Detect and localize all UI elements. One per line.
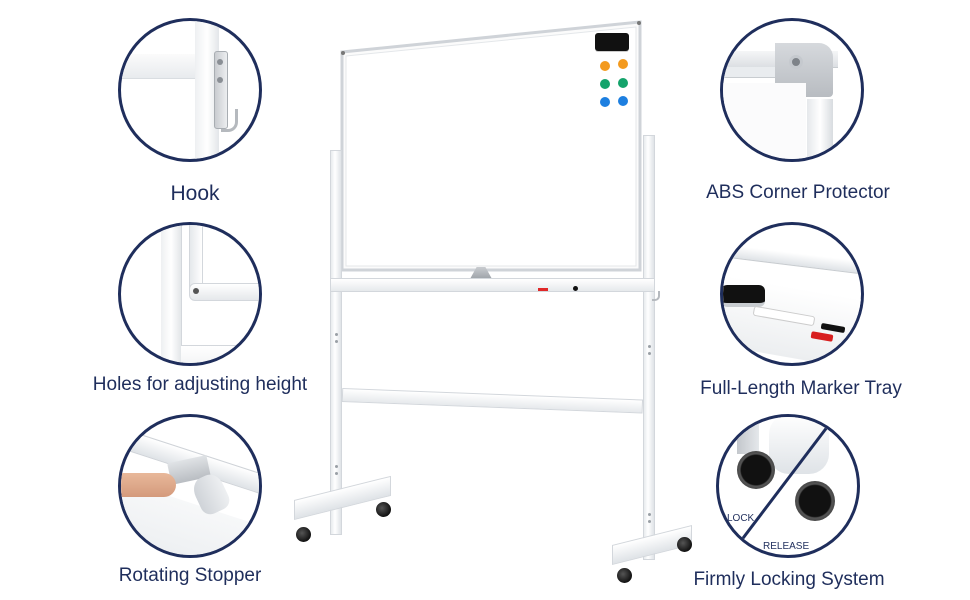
height-hole (648, 352, 651, 355)
lock-label: LOCK (727, 513, 755, 524)
locking-detail-circle: LOCK RELEASE (716, 414, 860, 558)
tray-detail-circle (720, 222, 864, 366)
release-label: RELEASE (763, 541, 810, 552)
height-hole (335, 472, 338, 475)
finger-icon (121, 473, 176, 497)
stopper-icon (470, 267, 492, 279)
magnet-blue-icon (600, 97, 610, 107)
caster-wheel-icon (677, 537, 692, 552)
locking-label: Firmly Locking System (693, 569, 885, 590)
height-hole (648, 520, 651, 523)
marker-tray (330, 278, 655, 292)
tray-label: Full-Length Marker Tray (700, 378, 902, 399)
eraser-icon (723, 285, 765, 307)
magnet-blue-icon (618, 96, 628, 106)
magnet-orange-icon (600, 61, 610, 71)
stopper-label: Rotating Stopper (118, 565, 262, 586)
magnet-orange-icon (618, 59, 628, 69)
caster-wheel-icon (795, 481, 835, 521)
hook-detail-circle (118, 18, 262, 162)
caster-wheel-icon (296, 527, 311, 542)
hook-label: Hook (170, 182, 220, 205)
holes-detail-circle (118, 222, 262, 366)
caster-wheel-icon (376, 502, 391, 517)
crossbar (341, 388, 644, 414)
whiteboard-product (290, 15, 700, 595)
height-hole (335, 333, 338, 336)
corner-detail-circle (720, 18, 864, 162)
height-hole (648, 513, 651, 516)
hole-icon (193, 288, 199, 294)
height-hole (648, 345, 651, 348)
marker-red-icon (538, 288, 548, 291)
magnet-green-icon (600, 79, 610, 89)
whiteboard-surface (340, 20, 642, 272)
height-hole (335, 340, 338, 343)
height-hole (335, 465, 338, 468)
corner-label: ABS Corner Protector (706, 182, 890, 203)
stopper-detail-circle (118, 414, 262, 558)
magnet-green-icon (618, 78, 628, 88)
marker-icon (573, 286, 578, 291)
caster-wheel-icon (617, 568, 632, 583)
divider-line (732, 417, 836, 551)
caster-wheel-icon (737, 451, 775, 489)
eraser-icon (595, 33, 629, 51)
holes-label: Holes for adjusting height (92, 374, 308, 395)
hook-icon (652, 291, 660, 301)
